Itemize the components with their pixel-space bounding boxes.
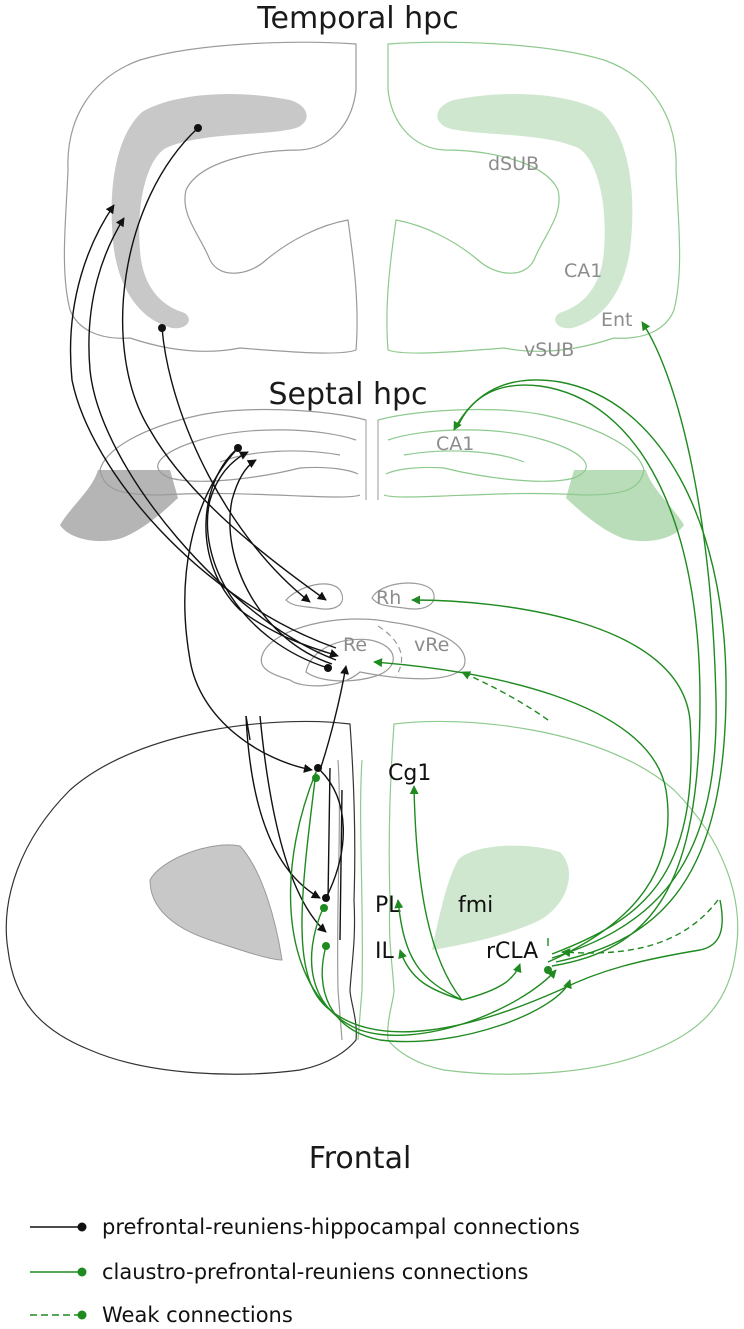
black-path-septal-to-cg1-col <box>184 447 313 773</box>
black-path-re-to-septal-2 <box>229 459 333 665</box>
vre-label: vRe <box>414 634 449 656</box>
black-dot-dsub <box>194 124 202 132</box>
green-dot-il <box>322 942 330 950</box>
frontal-right-medial <box>357 759 364 1041</box>
green-weak-pathways <box>461 671 719 958</box>
green-path-pl-dot-to-rcla <box>310 905 557 1036</box>
black-path-left-to-pl <box>245 715 321 899</box>
rh-left-outline <box>285 583 344 610</box>
vsub-label: vSUB <box>524 339 574 361</box>
legend-label-black: prefrontal-reuniens-hippocampal connecti… <box>102 1215 580 1239</box>
green-path-dot1-rcla <box>301 771 331 1011</box>
septal-left-inner2 <box>219 450 341 463</box>
green-path-rcla-to-rh <box>411 595 692 955</box>
cg1-label: Cg1 <box>388 761 431 786</box>
septal-midline <box>365 420 379 500</box>
green-path-to-pl <box>394 899 463 1001</box>
rh-right-outline <box>371 582 435 610</box>
green-dot-rcla <box>544 966 552 974</box>
frontal-right-outline <box>387 720 739 1075</box>
green-path-il-dot-to-rcla <box>321 945 572 1043</box>
rh-label: Rh <box>376 587 401 609</box>
legend-item-black: prefrontal-reuniens-hippocampal connecti… <box>30 1215 580 1239</box>
green-path-cg1-to-rcla <box>289 771 723 1033</box>
green-weak-to-rcla <box>561 899 719 958</box>
fmi-label: fmi <box>458 893 493 918</box>
black-path-septal-to-re <box>205 447 339 658</box>
green-path-rcla-to-ca1 <box>453 379 727 963</box>
temporal-right-outline <box>386 41 681 354</box>
black-dot-vsub <box>158 324 166 332</box>
green-path-rcla-to-re <box>373 658 669 963</box>
septal-left-wing-fill <box>60 470 178 542</box>
frontal-left-medial <box>336 759 343 1041</box>
septal-left-inner <box>157 429 359 482</box>
black-dot-cg1 <box>314 764 322 772</box>
green-dot-pl <box>320 904 328 912</box>
septal-right-inner <box>385 429 587 482</box>
black-path-col-to-re <box>319 665 350 771</box>
septal-right-outline <box>377 408 645 498</box>
septal-hpc-section: Septal hpc CA1 <box>60 377 684 542</box>
ent-label: Ent <box>601 309 633 331</box>
black-pathways <box>69 127 350 941</box>
black-path-re-to-septal-1 <box>206 451 329 669</box>
temporal-hpc-title: Temporal hpc <box>256 1 458 36</box>
legend-label-green: claustro-prefrontal-reuniens connections <box>102 1260 528 1284</box>
septal-right-inner2 <box>403 450 525 463</box>
il-label: IL <box>375 939 394 964</box>
black-path-re-to-temporal-1 <box>69 204 337 649</box>
vre-dashed-boundary <box>377 625 403 677</box>
green-dot-cg1 <box>312 774 320 782</box>
green-path-rcla-to-ent <box>551 321 717 959</box>
black-path-left-to-il <box>259 715 327 933</box>
frontal-section: Frontal Cg1 PL fmi IL rCLA <box>5 720 739 1176</box>
green-path-rcla-to-ca1-2 <box>457 384 701 967</box>
black-path-vsub-to-rh <box>161 327 311 603</box>
green-path-to-rcla-left <box>461 963 522 1001</box>
black-path-dsub-to-rh <box>121 127 327 601</box>
temporal-hpc-section: Temporal hpc dSUB CA1 Ent vSUB <box>63 1 681 361</box>
ca1-septal-label: CA1 <box>436 433 474 455</box>
temporal-left-ca-fill <box>111 93 307 329</box>
septal-hpc-title: Septal hpc <box>268 377 427 412</box>
septal-left-outline <box>99 408 367 498</box>
frontal-left-ventricle-fill <box>149 844 283 961</box>
temporal-right-ca-fill <box>437 93 633 329</box>
black-path-col-line-1 <box>327 767 331 901</box>
legend: prefrontal-reuniens-hippocampal connecti… <box>30 1215 580 1327</box>
re-inner-outline <box>305 638 394 682</box>
rcla-label: rCLA <box>486 939 538 964</box>
green-weak-to-vre <box>461 671 549 721</box>
legend-item-weak: Weak connections <box>30 1303 293 1327</box>
re-label: Re <box>343 634 367 656</box>
black-path-left-col-1 <box>245 715 251 741</box>
black-path-col-line-2 <box>339 789 343 941</box>
dsub-label: dSUB <box>488 153 539 175</box>
black-dot-pl <box>322 894 330 902</box>
frontal-title: Frontal <box>309 1141 412 1176</box>
ca1-temporal-label: CA1 <box>564 260 602 282</box>
fmi-fill <box>432 845 570 950</box>
black-dot-septal <box>234 444 242 452</box>
pl-label: PL <box>375 893 401 918</box>
re-outline <box>260 618 466 687</box>
temporal-left-outline <box>63 41 358 354</box>
green-path-to-il <box>398 949 463 1001</box>
legend-item-green: claustro-prefrontal-reuniens connections <box>30 1260 528 1284</box>
frontal-left-outline <box>5 720 357 1075</box>
septal-right-wing-fill <box>566 470 684 542</box>
green-terminals <box>312 774 552 974</box>
green-pathways <box>289 321 727 1043</box>
black-path-re-to-temporal-2 <box>88 217 337 661</box>
black-path-col-right-to-pl <box>319 769 345 899</box>
thalamus-section: Rh Re vRe <box>260 582 466 687</box>
black-terminals <box>158 124 332 902</box>
black-dot-re <box>324 664 332 672</box>
legend-label-weak: Weak connections <box>102 1303 293 1327</box>
green-path-to-cg1 <box>409 785 463 1001</box>
